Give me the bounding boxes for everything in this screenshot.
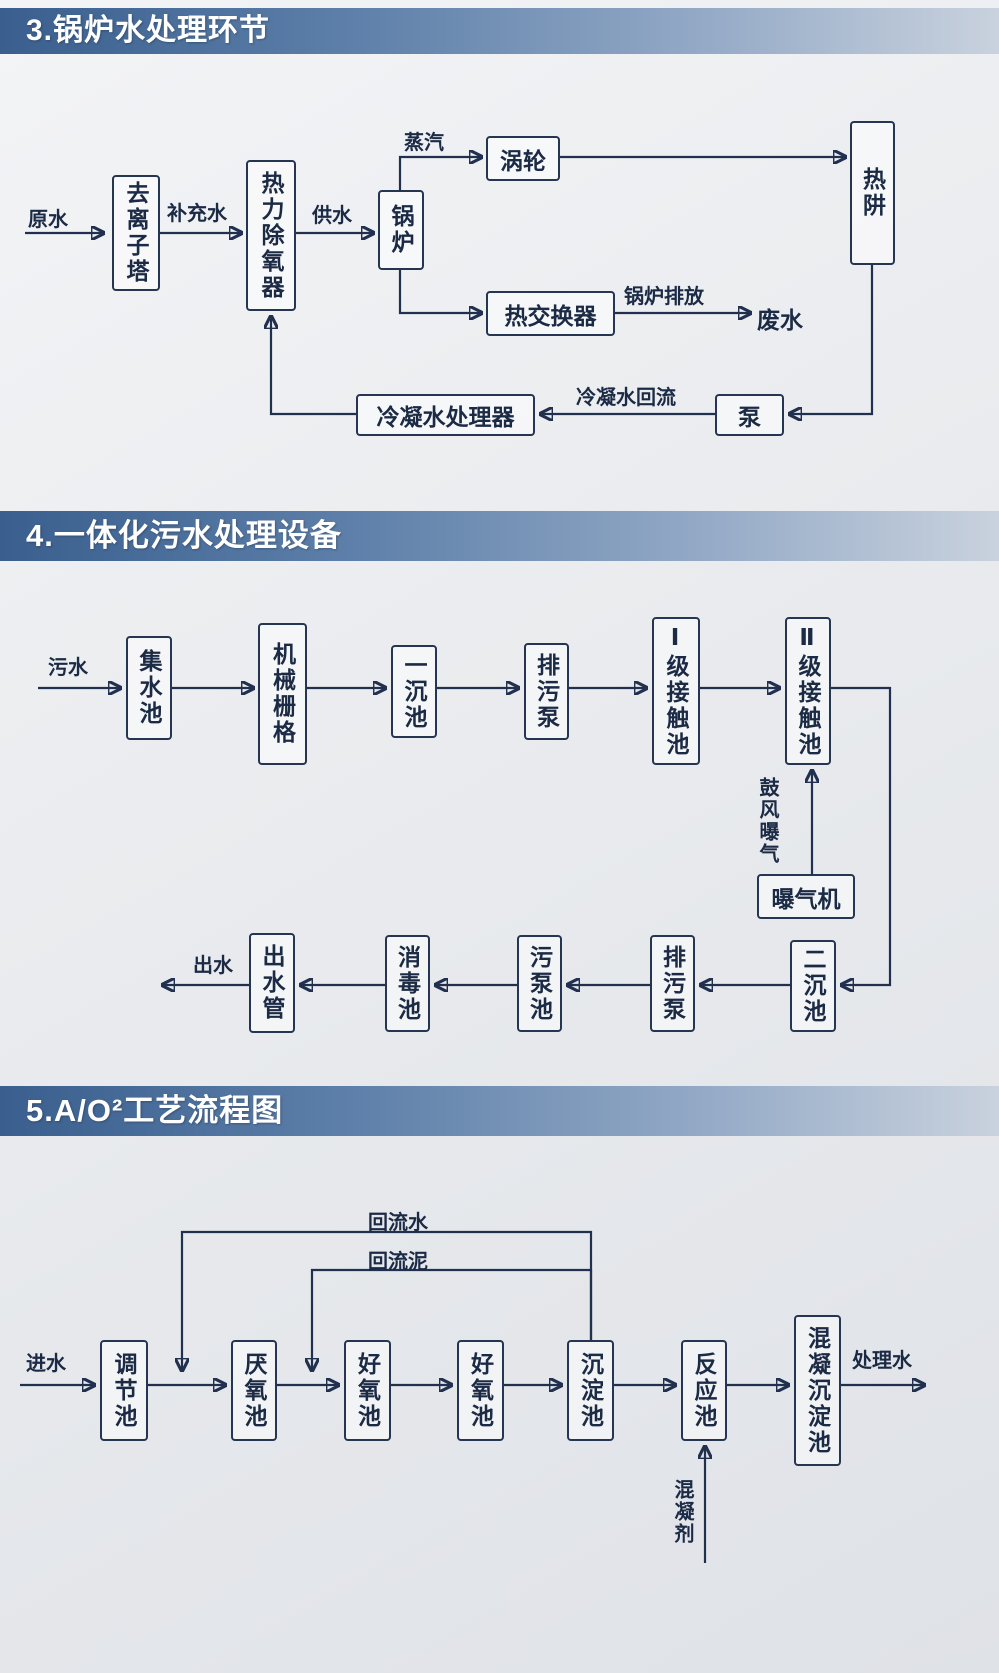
node-heat-sink: 热阱 bbox=[850, 121, 895, 265]
node-condensate-processor: 冷凝水处理器 bbox=[356, 394, 535, 436]
label-return-water: 回流水 bbox=[368, 1212, 428, 1234]
arrow-boiler-to-heat-exchanger bbox=[398, 270, 481, 313]
node-anaerobic-pool: 厌氧池 bbox=[231, 1340, 277, 1441]
label-treated-water: 处理水 bbox=[852, 1350, 912, 1372]
node-turbine: 涡轮 bbox=[486, 136, 560, 181]
node-primary-sedimentation: 一沉池 bbox=[391, 645, 437, 738]
node-coagulation-sedimentation-pool: 混凝沉淀池 bbox=[794, 1315, 841, 1466]
label-supply-water: 供水 bbox=[312, 205, 352, 227]
node-contact-pool-2: Ⅱ级接触池 bbox=[785, 617, 831, 765]
node-boiler: 锅炉 bbox=[378, 190, 424, 270]
label-return-sludge: 回流泥 bbox=[368, 1251, 428, 1273]
node-sewage-pump-pool: 污泵池 bbox=[517, 935, 562, 1032]
node-outlet-pipe: 出水管 bbox=[249, 933, 295, 1033]
node-disinfection-pool: 消毒池 bbox=[385, 935, 430, 1032]
arrow-contact2-to-secondary-sedimentation bbox=[831, 686, 892, 985]
section-title-boiler: 3.锅炉水处理环节 bbox=[26, 14, 271, 47]
label-inflow: 进水 bbox=[26, 1353, 66, 1375]
node-pump: 泵 bbox=[715, 394, 784, 436]
section-header-integrated: 4.一体化污水处理设备 bbox=[0, 511, 999, 561]
label-steam: 蒸汽 bbox=[404, 132, 444, 154]
node-mechanical-grid: 机械栅格 bbox=[258, 623, 307, 765]
section-title-integrated: 4.一体化污水处理设备 bbox=[26, 518, 342, 553]
node-collection-pool: 集水池 bbox=[126, 636, 172, 740]
node-thermal-deaerator: 热力除氧器 bbox=[246, 160, 296, 311]
label-blast-aeration: 鼓风曝气 bbox=[756, 777, 778, 865]
arrow-condensate-processor-to-deaerator bbox=[271, 317, 356, 416]
node-aerator: 曝气机 bbox=[757, 874, 855, 919]
label-waste-water: 废水 bbox=[757, 307, 803, 333]
section-header-ao2: 5.A/O²工艺流程图 bbox=[0, 1086, 999, 1136]
section-title-ao2: 5.A/O²工艺流程图 bbox=[26, 1093, 284, 1128]
node-deionization-tower: 去离子塔 bbox=[112, 175, 160, 291]
label-boiler-discharge: 锅炉排放 bbox=[624, 286, 704, 308]
node-aerobic-pool-2: 好氧池 bbox=[457, 1340, 504, 1441]
node-aerobic-pool-1: 好氧池 bbox=[344, 1340, 391, 1441]
label-raw-water: 原水 bbox=[28, 209, 68, 231]
node-sedimentation-pool: 沉淀池 bbox=[567, 1340, 614, 1441]
label-makeup-water: 补充水 bbox=[167, 203, 227, 225]
arrow-heat-sink-to-pump bbox=[790, 265, 874, 414]
label-condensate-return: 冷凝水回流 bbox=[576, 387, 676, 409]
node-regulation-pool: 调节池 bbox=[100, 1340, 148, 1441]
node-sewage-pump-2: 排污泵 bbox=[650, 935, 695, 1032]
section-header-boiler: 3.锅炉水处理环节 bbox=[0, 8, 999, 54]
node-heat-exchanger: 热交换器 bbox=[486, 291, 615, 336]
node-contact-pool-1: Ⅰ级接触池 bbox=[652, 617, 700, 765]
label-sewage: 污水 bbox=[48, 657, 88, 679]
node-reaction-pool: 反应池 bbox=[681, 1340, 727, 1441]
arrow-boiler-to-turbine bbox=[398, 157, 481, 190]
arrow-return-sludge-loop bbox=[312, 1268, 593, 1370]
label-coagulant: 混凝剂 bbox=[671, 1479, 693, 1545]
node-sewage-pump-1: 排污泵 bbox=[524, 643, 569, 740]
node-secondary-sedimentation: 二沉池 bbox=[790, 940, 836, 1032]
label-outflow: 出水 bbox=[193, 955, 233, 977]
